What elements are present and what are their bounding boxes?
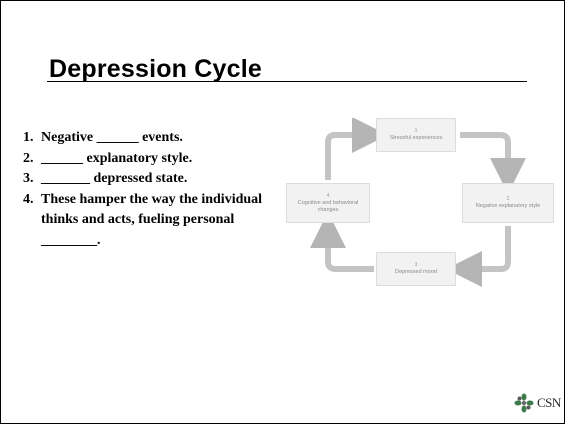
arrow-3-to-4 [310, 212, 374, 272]
list-item: 1. Negative ______ events. [23, 128, 285, 149]
cycle-box-number: 2 [506, 196, 510, 202]
cycle-box-number: 4 [326, 192, 330, 199]
list-item-number: 4. [23, 191, 34, 207]
cycle-arrows [310, 118, 526, 287]
depression-cycle-diagram: 1 Stressful experiences 2 Negative expla… [284, 118, 556, 288]
arrow-4-to-1 [325, 118, 388, 180]
logo-text: CSN [537, 395, 561, 410]
cycle-box-number: 3 [414, 262, 418, 268]
list-item-number: 3. [23, 171, 34, 186]
cycle-list: 1. Negative ______ events. 2. ______ exp… [23, 128, 285, 251]
page-title: Depression Cycle [49, 55, 263, 83]
arrow-2-to-3 [446, 226, 511, 287]
list-item: 2. ______ explanatory style. [23, 149, 285, 170]
cycle-box-number: 1 [414, 128, 418, 134]
cycle-box-cognitive-behavioral-changes: 4 Cognitive and behavioral changes [286, 183, 370, 223]
cycle-box-depressed-mood: 3 Depressed mood [376, 252, 456, 286]
list-item-number: 2. [23, 150, 34, 166]
list-item-text: ______ explanatory style. [41, 150, 193, 166]
list-item-text: These hamper the way the individual thin… [41, 191, 263, 248]
list-item-text: Negative ______ events. [41, 130, 183, 145]
list-item-number: 1. [23, 130, 34, 145]
list-item-text: _______ depressed state. [41, 171, 188, 186]
cycle-box-label: Depressed mood [395, 269, 437, 275]
cycle-box-label: Negative explanatory style [475, 203, 541, 209]
title-underline [47, 81, 527, 82]
arrow-1-to-2 [460, 132, 526, 194]
csn-logo: CSN [513, 393, 561, 413]
cycle-box-label: Cognitive and behavioral changes [297, 199, 359, 213]
csn-flower-logo-icon [513, 393, 535, 413]
list-item: 4. These hamper the way the individual t… [23, 190, 285, 252]
cycle-box-negative-explanatory-style: 2 Negative explanatory style [462, 183, 554, 223]
cycle-box-stressful-experiences: 1 Stressful experiences [376, 118, 456, 152]
list-item: 3. _______ depressed state. [23, 169, 285, 190]
cycle-box-label: Stressful experiences [389, 135, 443, 141]
